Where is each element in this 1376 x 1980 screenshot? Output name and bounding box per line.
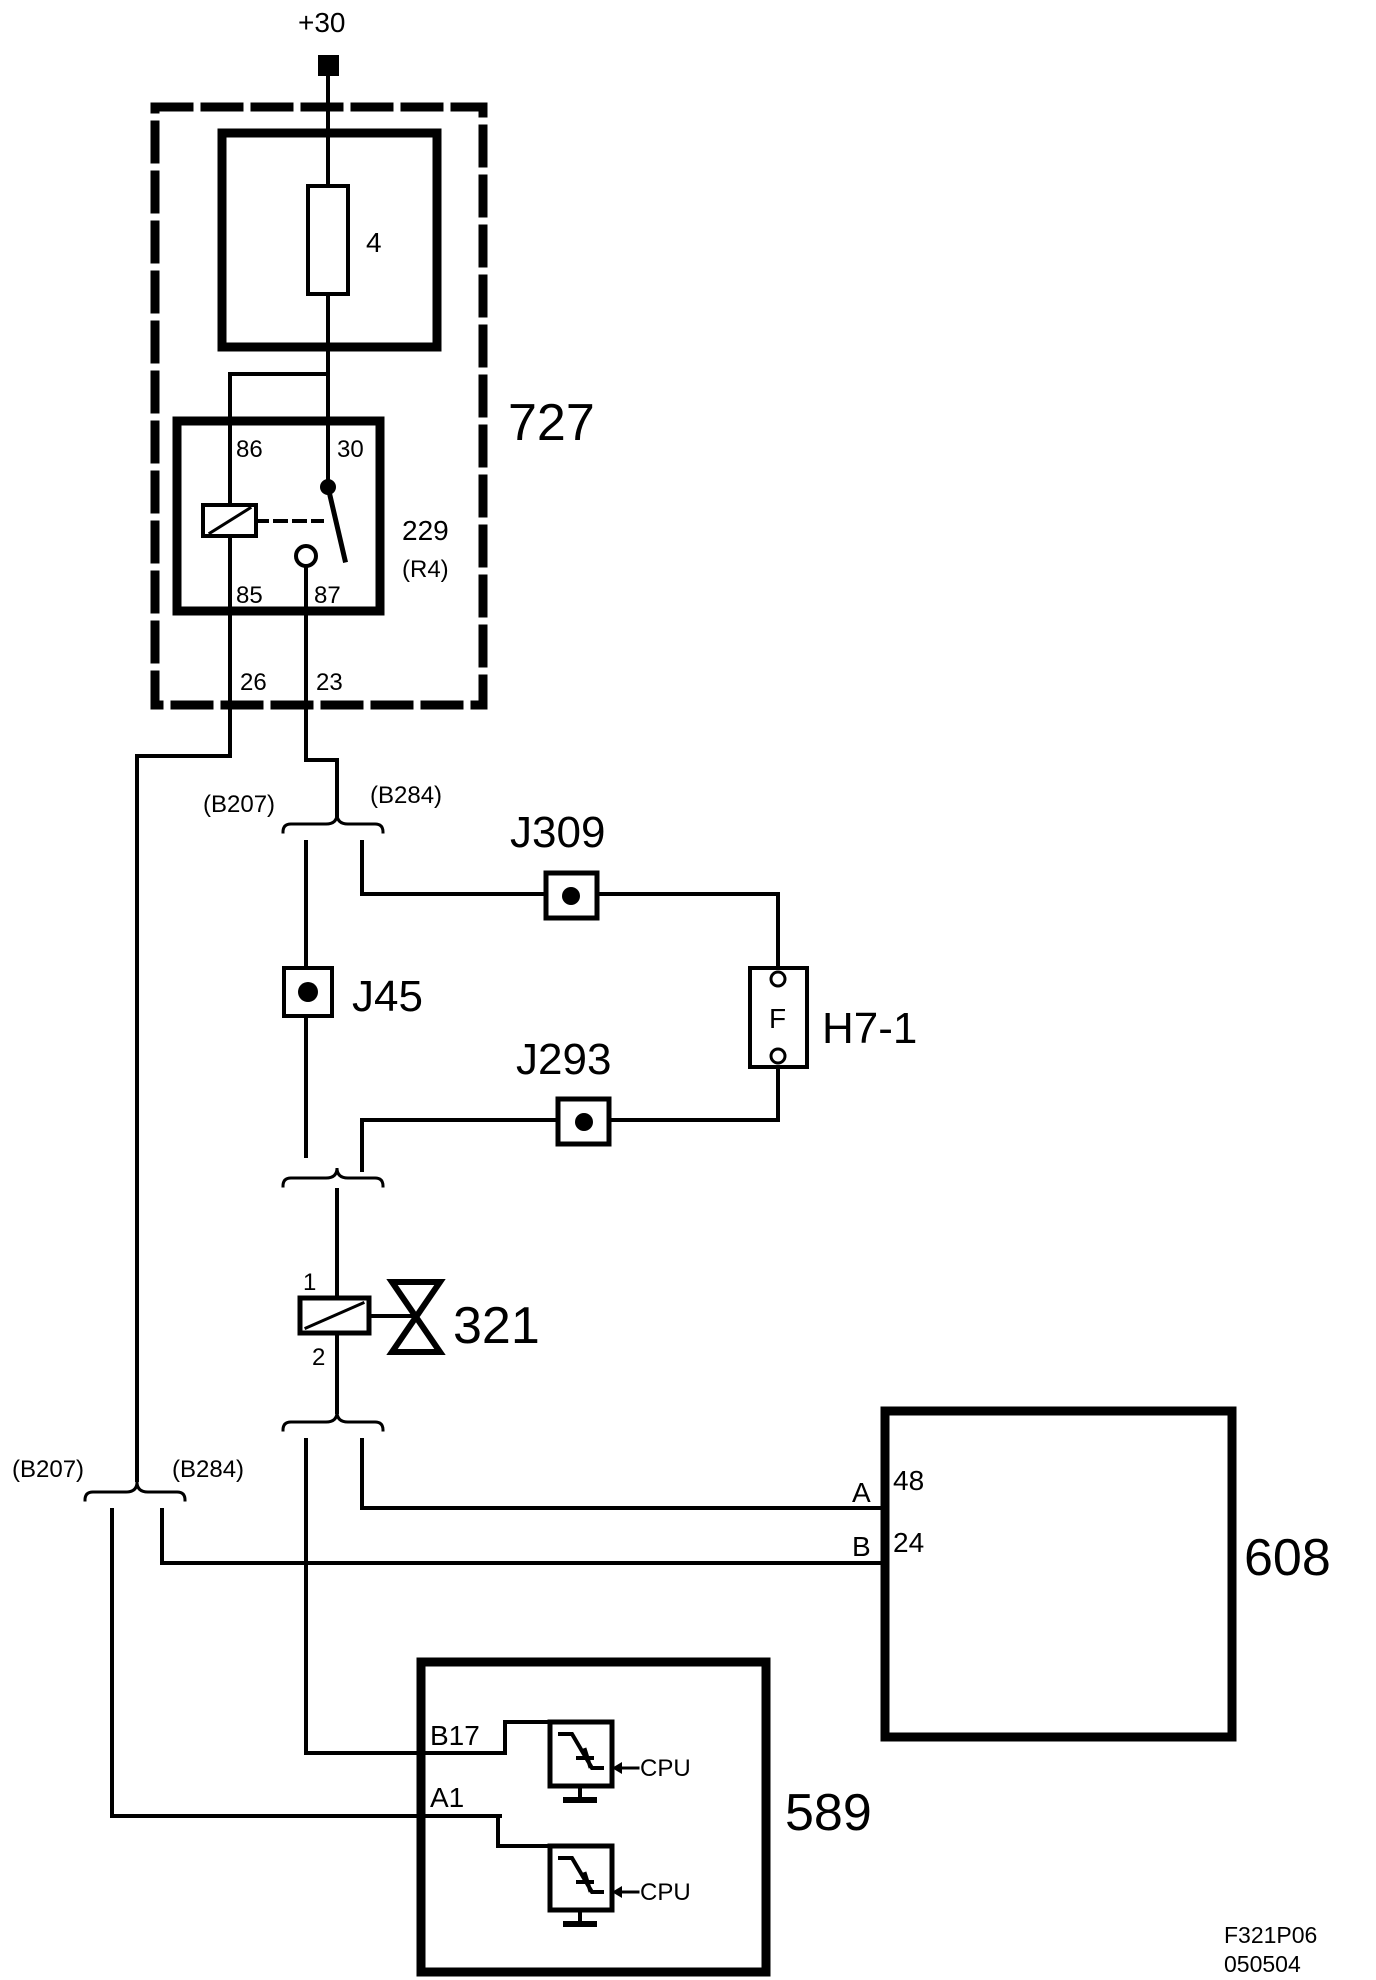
wire-26 <box>135 703 232 1482</box>
fuse-h7-1-bottom-pin <box>769 1047 787 1065</box>
connector-middle-bracket <box>281 1167 385 1188</box>
figure-date: 050504 <box>1224 1951 1301 1977</box>
fuse-h7-1-label: H7-1 <box>822 1004 917 1053</box>
supply-terminal <box>318 55 339 76</box>
relay-86-feed <box>228 372 330 514</box>
relay-switch-blade <box>324 483 349 564</box>
fuse-4-housing <box>217 128 442 352</box>
driver-1 <box>547 1719 615 1789</box>
driver-2-cpu-arrowhead <box>612 1886 622 1898</box>
wire-23 <box>304 703 339 817</box>
valve-321-coil-slash <box>304 1301 365 1330</box>
connector-upper-bracket <box>281 813 385 834</box>
connector-upper-right-label: (B284) <box>370 782 442 809</box>
wire-589-b17 <box>304 1438 502 1755</box>
fuse-box-727-label: 727 <box>508 394 595 452</box>
relay-pin-87: 87 <box>314 582 341 609</box>
fuse-4-label: 4 <box>366 227 382 258</box>
module-608 <box>880 1406 1237 1742</box>
wire-26-label: 26 <box>240 669 267 696</box>
608-pin-b: B <box>852 1531 871 1562</box>
relay-pin-30: 30 <box>337 436 364 463</box>
valve-pin-1: 1 <box>303 1269 316 1296</box>
driver-1-transistor <box>558 1732 604 1770</box>
valve-321-symbol <box>386 1279 446 1355</box>
driver-2 <box>547 1843 615 1913</box>
relay-229-housing <box>172 416 385 616</box>
relay-position-label: (R4) <box>402 556 449 583</box>
joint-j293-dot <box>575 1113 593 1131</box>
joint-j45-dot <box>298 982 318 1002</box>
connector-lower-bracket <box>281 1411 385 1432</box>
589-cpu-1: CPU <box>640 1755 691 1782</box>
589-a1-internal <box>419 1814 552 1848</box>
fuse-box-727-outline <box>150 102 488 710</box>
driver-2-transistor <box>558 1856 604 1894</box>
relay-87-contact <box>294 544 318 568</box>
joint-j45-label: J45 <box>352 972 423 1021</box>
relay-coil-slash <box>207 505 253 536</box>
figure-code: F321P06 <box>1224 1922 1317 1948</box>
589-pin-a1: A1 <box>430 1782 464 1813</box>
wire-608-pin-a <box>360 1438 887 1510</box>
supply-label: +30 <box>298 7 346 38</box>
connector-lower-left-bracket <box>83 1481 187 1502</box>
valve-321-label: 321 <box>453 1297 540 1355</box>
589-cpu-2: CPU <box>640 1879 691 1906</box>
wire-589-a1 <box>110 1508 502 1818</box>
fuse-h7-1-top-pin <box>769 970 787 988</box>
589-pin-b17: B17 <box>430 1720 480 1751</box>
589-b17-internal <box>419 1720 552 1755</box>
connector-lower-right-label: (B284) <box>172 1456 244 1483</box>
joint-j309-label: J309 <box>510 808 605 857</box>
joint-j293-label: J293 <box>516 1035 611 1084</box>
fuse-4-symbol <box>306 184 350 296</box>
driver-1-cpu-arrowhead <box>612 1762 622 1774</box>
fuse-h7-1-mark: F <box>769 1003 786 1034</box>
608-pin-a-no: 48 <box>893 1465 924 1496</box>
connector-upper-left-label: (B207) <box>203 791 275 818</box>
relay-229-label: 229 <box>402 515 449 546</box>
module-589-label: 589 <box>785 1784 872 1842</box>
valve-pin-2: 2 <box>312 1344 325 1371</box>
relay-pin-85: 85 <box>236 582 263 609</box>
relay-pin-86: 86 <box>236 436 263 463</box>
joint-j309-dot <box>562 887 580 905</box>
module-608-label: 608 <box>1244 1529 1331 1587</box>
wire-608-pin-b <box>160 1508 887 1565</box>
wire-23-label: 23 <box>316 669 343 696</box>
608-pin-b-no: 24 <box>893 1527 924 1558</box>
connector-lower-left-label: (B207) <box>12 1456 84 1483</box>
608-pin-a: A <box>852 1477 871 1508</box>
